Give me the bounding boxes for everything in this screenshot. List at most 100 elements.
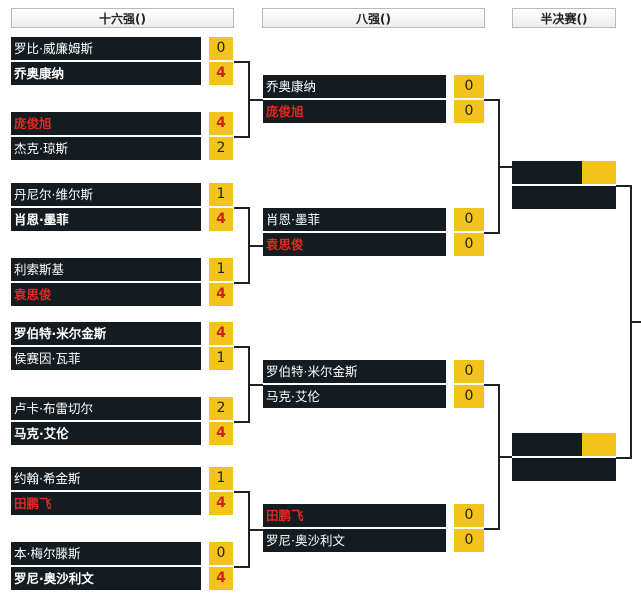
player-name: [512, 161, 582, 184]
qf-match-1-player-2[interactable]: 庞俊旭 0: [263, 100, 484, 123]
r16-match-8-player-1[interactable]: 本·梅尔滕斯 0: [11, 542, 233, 565]
connector-line: [498, 166, 512, 168]
connector-line: [616, 457, 632, 459]
player-name: 约翰·希金斯: [11, 467, 201, 490]
r16-match-5-player-2[interactable]: 侯赛因·瓦菲 1: [11, 347, 233, 370]
player-score: 0: [454, 208, 484, 231]
qf-match-3: 罗伯特·米尔金斯 0 马克·艾伦 0: [263, 360, 484, 408]
qf-match-3-player-2[interactable]: 马克·艾伦 0: [263, 385, 484, 408]
connector-line: [484, 232, 498, 234]
player-score: 1: [209, 183, 233, 206]
player-score: 0: [209, 37, 233, 60]
r16-match-2-player-1[interactable]: 庞俊旭 4: [11, 112, 233, 135]
player-name: 袁思俊: [11, 283, 201, 306]
player-name: 庞俊旭: [263, 100, 446, 123]
player-score: 0: [454, 233, 484, 256]
player-score: 0: [454, 385, 484, 408]
qf-match-1-player-1[interactable]: 乔奥康纳 0: [263, 75, 484, 98]
semifinal-header: 半决赛(): [512, 8, 616, 28]
player-name: 杰克·琼斯: [11, 137, 201, 160]
qf-match-4-player-2[interactable]: 罗尼·奥沙利文 0: [263, 529, 484, 552]
connector-line: [248, 99, 263, 101]
player-score: [582, 186, 616, 209]
r16-match-1-player-1[interactable]: 罗比·威廉姆斯 0: [11, 37, 233, 60]
player-name: 本·梅尔滕斯: [11, 542, 201, 565]
player-score: 1: [209, 347, 233, 370]
player-score: 2: [209, 137, 233, 160]
player-name: 马克·艾伦: [263, 385, 446, 408]
player-score: 0: [454, 100, 484, 123]
round-of-16-header: 十六强(): [11, 8, 234, 28]
connector-line: [484, 99, 498, 101]
connector-line: [234, 207, 248, 209]
player-score: 2: [209, 397, 233, 420]
player-score: 0: [454, 504, 484, 527]
player-score: [582, 161, 616, 184]
player-score: 4: [209, 322, 233, 345]
r16-match-1: 罗比·威廉姆斯 0 乔奥康纳 4: [11, 37, 233, 85]
player-name: 罗伯特·米尔金斯: [263, 360, 446, 383]
player-name: 利索斯基: [11, 258, 201, 281]
connector-line: [234, 61, 248, 63]
qf-match-2-player-1[interactable]: 肖恩·墨菲 0: [263, 208, 484, 231]
r16-match-5: 罗伯特·米尔金斯 4 侯赛因·瓦菲 1: [11, 322, 233, 370]
player-name: 卢卡·布雷切尔: [11, 397, 201, 420]
player-score: 0: [454, 529, 484, 552]
connector-line: [234, 136, 248, 138]
player-score: [582, 458, 616, 481]
connector-line: [248, 245, 263, 247]
player-name: 马克·艾伦: [11, 422, 201, 445]
sf-match-1-player-1[interactable]: [512, 161, 616, 184]
player-name: 乔奥康纳: [263, 75, 446, 98]
connector-line: [234, 346, 248, 348]
connector-line: [234, 491, 248, 493]
player-score: 4: [209, 112, 233, 135]
player-name: 肖恩·墨菲: [263, 208, 446, 231]
player-score: 4: [209, 283, 233, 306]
player-name: 庞俊旭: [11, 112, 201, 135]
player-name: 罗比·威廉姆斯: [11, 37, 201, 60]
connector-line: [248, 529, 263, 531]
player-name: 侯赛因·瓦菲: [11, 347, 201, 370]
r16-match-2: 庞俊旭 4 杰克·琼斯 2: [11, 112, 233, 160]
player-score: 0: [454, 75, 484, 98]
player-name: 乔奥康纳: [11, 62, 201, 85]
connector-line: [234, 566, 248, 568]
player-name: 罗伯特·米尔金斯: [11, 322, 201, 345]
player-score: 0: [454, 360, 484, 383]
r16-match-2-player-2[interactable]: 杰克·琼斯 2: [11, 137, 233, 160]
player-score: 4: [209, 492, 233, 515]
r16-match-6-player-1[interactable]: 卢卡·布雷切尔 2: [11, 397, 233, 420]
sf-match-2-player-2[interactable]: [512, 458, 616, 481]
player-score: 0: [209, 542, 233, 565]
connector-line: [616, 185, 632, 187]
player-name: 罗尼·奥沙利文: [263, 529, 446, 552]
sf-match-2-player-1[interactable]: [512, 433, 616, 456]
player-score: 4: [209, 62, 233, 85]
qf-match-1: 乔奥康纳 0 庞俊旭 0: [263, 75, 484, 123]
qf-match-3-player-1[interactable]: 罗伯特·米尔金斯 0: [263, 360, 484, 383]
sf-match-1-player-2[interactable]: [512, 186, 616, 209]
sf-match-1: [512, 161, 616, 209]
r16-match-1-player-2[interactable]: 乔奥康纳 4: [11, 62, 233, 85]
r16-match-5-player-1[interactable]: 罗伯特·米尔金斯 4: [11, 322, 233, 345]
r16-match-4-player-2[interactable]: 袁思俊 4: [11, 283, 233, 306]
player-name: [512, 186, 582, 209]
player-score: 4: [209, 567, 233, 590]
